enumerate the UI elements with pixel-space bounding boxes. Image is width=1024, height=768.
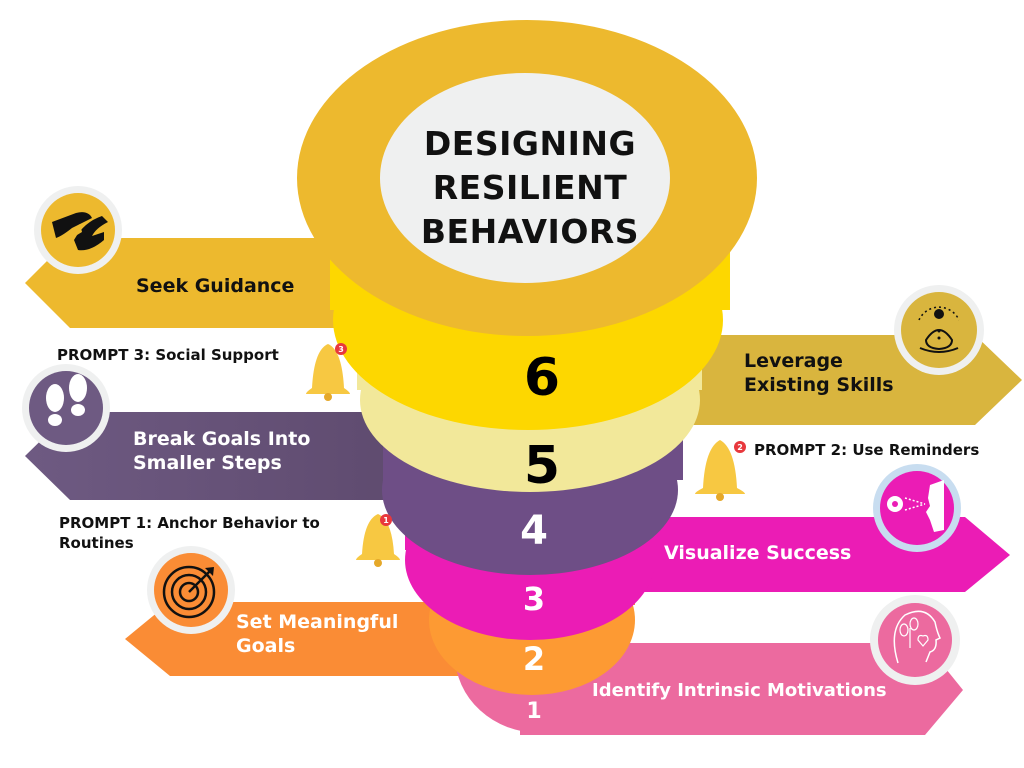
title-line-2: RESILIENT [432, 168, 628, 207]
label-break-goals-line1: Break Goals Into [133, 428, 311, 450]
prompt-1-text: PROMPT 1: Anchor Behavior to Routines [59, 513, 320, 554]
label-break-goals-line2: Smaller Steps [133, 452, 282, 475]
label-seek-guidance: Seek Guidance [136, 275, 295, 297]
level-number-5: 5 [523, 436, 561, 496]
label-break-goals: Break Goals Into Smaller Steps [133, 427, 310, 476]
label-leverage-skills: Leverage Existing Skills [744, 349, 894, 398]
level-number-4: 4 [520, 508, 548, 554]
svg-text:2: 2 [737, 443, 743, 452]
footprints-icon [22, 364, 110, 452]
prompt-1-line1: PROMPT 1: Anchor Behavior to [59, 514, 320, 532]
svg-text:3: 3 [338, 345, 344, 354]
label-intrinsic-motivations: Identify Intrinsic Motivations [592, 680, 887, 701]
prompt-1-line2: Routines [59, 534, 134, 553]
title-line-3: BEHAVIORS [420, 212, 640, 251]
title-line-1: DESIGNING [423, 124, 637, 163]
helping-hands-icon [34, 186, 122, 274]
prompt-3-text: PROMPT 3: Social Support [57, 346, 279, 364]
level-number-1: 1 [526, 699, 542, 724]
label-set-goals-line2: Goals [236, 635, 296, 658]
label-leverage-line1: Leverage [744, 350, 843, 372]
banner-break-goals [25, 412, 420, 500]
funnel-center [380, 73, 670, 283]
level-number-3: 3 [522, 580, 546, 618]
visualize-face-icon [873, 464, 961, 552]
level-number-6: 6 [523, 348, 561, 408]
label-set-goals: Set Meaningful Goals [236, 610, 398, 659]
head-heart-plant-icon [870, 595, 960, 685]
label-set-goals-line1: Set Meaningful [236, 611, 399, 633]
label-visualize-success: Visualize Success [664, 542, 852, 564]
banner-intrinsic [520, 643, 963, 735]
label-leverage-line2: Existing Skills [744, 374, 894, 397]
prompt-2-text: PROMPT 2: Use Reminders [754, 441, 980, 459]
bell-icon-prompt-3: 3 [306, 343, 350, 401]
level-number-2: 2 [522, 640, 546, 678]
svg-text:1: 1 [383, 516, 389, 525]
meditation-icon [894, 285, 984, 375]
target-arrow-icon [147, 546, 235, 634]
diagram-title: DESIGNING RESILIENT BEHAVIORS [380, 122, 680, 254]
bell-icon-prompt-2: 2 [695, 440, 746, 501]
bell-icon-prompt-1: 1 [356, 514, 400, 567]
